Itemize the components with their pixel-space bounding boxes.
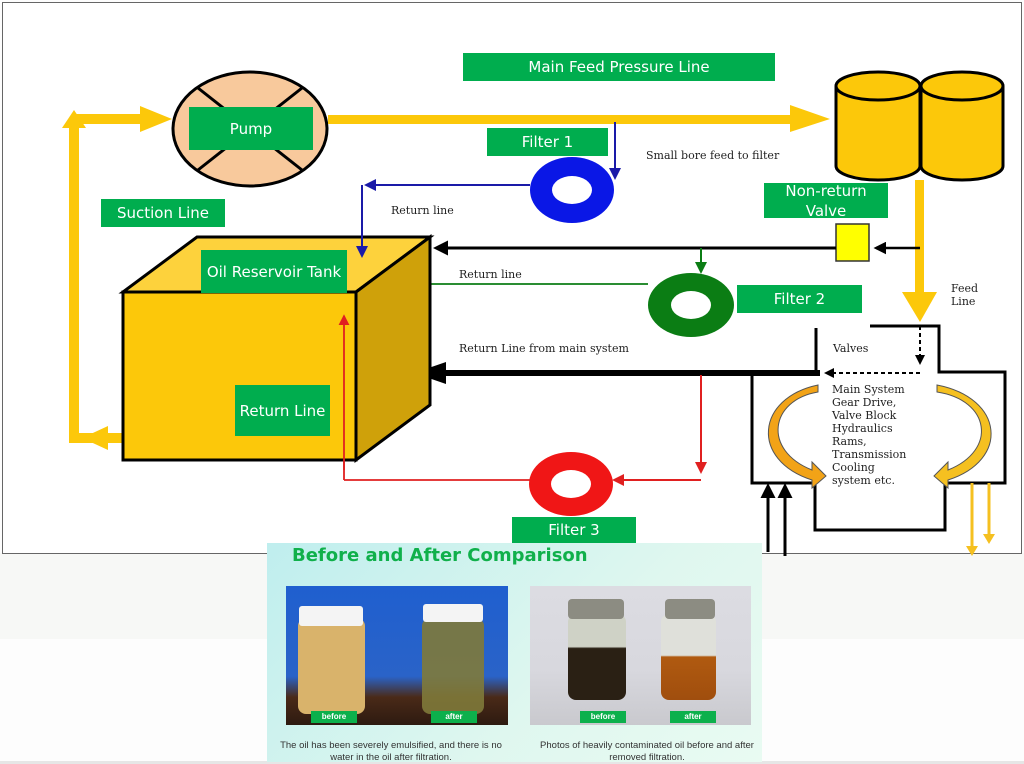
non-return-circuit xyxy=(433,223,920,262)
main-system-annotation: Main System Gear Drive, Valve Block Hydr… xyxy=(832,383,907,487)
left-caption: The oil has been severely emulsified, an… xyxy=(280,740,502,763)
feed-line-annotation: Feed Line xyxy=(951,282,979,308)
feed-line xyxy=(902,180,937,322)
return-line-annotation-2: Return line xyxy=(459,268,522,281)
pump-label: Pump xyxy=(189,107,313,150)
after-tag: after xyxy=(670,711,716,723)
accumulator-cylinders xyxy=(834,70,1005,182)
valves-annotation: Valves xyxy=(833,342,869,355)
tank-label: Oil Reservoir Tank xyxy=(201,250,347,293)
main-system-block xyxy=(750,324,1007,556)
filter1-circuit xyxy=(356,122,621,256)
bottle-cap xyxy=(423,604,483,622)
small-bore-annotation: Small bore feed to filter xyxy=(646,149,780,162)
right-caption: Photos of heavily contaminated oil befor… xyxy=(540,740,754,763)
jar-cap xyxy=(568,599,624,619)
filter1-label: Filter 1 xyxy=(487,128,608,156)
return-main-annotation: Return Line from main system xyxy=(459,342,629,355)
suction-line xyxy=(62,106,172,450)
main-feed-label: Main Feed Pressure Line xyxy=(463,53,775,81)
cleaned-oil-jar xyxy=(661,614,716,700)
bottom-border xyxy=(0,761,1024,764)
filter3-label: Filter 3 xyxy=(512,517,636,543)
before-tag: before xyxy=(580,711,626,723)
comparison-panel: Before and After Comparison before after… xyxy=(267,543,762,763)
bottle-cap xyxy=(299,606,363,626)
contaminated-oil-jar xyxy=(568,614,626,700)
filtered-oil-bottle xyxy=(422,618,484,714)
filter2-circuit xyxy=(416,248,734,337)
left-photo: before after xyxy=(286,586,508,725)
non-return-valve-label: Non-return Valve xyxy=(764,182,888,220)
main-feed-line xyxy=(328,105,830,132)
before-tag: before xyxy=(311,711,357,723)
return-line-label: Return Line xyxy=(235,385,330,436)
suction-line-label: Suction Line xyxy=(101,199,225,227)
after-tag: after xyxy=(431,711,477,723)
comparison-title: Before and After Comparison xyxy=(292,545,588,566)
right-photo: before after xyxy=(530,586,751,725)
filter2-label: Filter 2 xyxy=(737,285,862,313)
jar-cap xyxy=(665,599,715,619)
return-line-annotation-1: Return line xyxy=(391,204,454,217)
emulsified-oil-bottle xyxy=(298,618,365,714)
